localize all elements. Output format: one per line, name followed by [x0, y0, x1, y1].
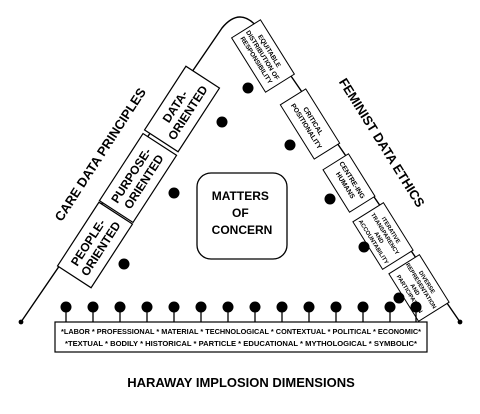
matters-of-concern-label: MATTERS OF CONCERN [212, 189, 273, 237]
implosion-dimensions-line-1: *LABOR * PROFESSIONAL * MATERIAL * TECHN… [61, 329, 421, 336]
ethic-node [284, 139, 296, 151]
implosion-node [222, 301, 234, 313]
implosion-node [249, 301, 261, 313]
implosion-node [141, 301, 153, 313]
care-principle-node [118, 258, 130, 270]
ethic-line: AND [372, 231, 384, 245]
ethic-node [358, 241, 370, 253]
center-line: MATTERS [212, 189, 269, 203]
ethic-node [242, 82, 254, 94]
matters-of-concern-box [196, 172, 288, 260]
care-principle-box [143, 65, 221, 153]
side-label-haraway-implosion-dimensions: HARAWAY IMPLOSION DIMENSIONS [127, 375, 355, 390]
implosion-dimensions-box [54, 321, 428, 353]
care-principle-box [98, 132, 178, 224]
ethic-box [230, 19, 296, 93]
implosion-node [195, 301, 207, 313]
ethic-node [324, 193, 336, 205]
ethic-box [322, 153, 376, 213]
implosion-node [276, 301, 288, 313]
outline-end-dot-right [457, 319, 463, 325]
care-principle-node [168, 187, 180, 199]
implosion-dimensions-line-2: *TEXTUAL * BODILY * HISTORICAL * PARTICL… [65, 341, 417, 348]
implosion-node [60, 301, 72, 313]
implosion-node [357, 301, 369, 313]
implosion-node [384, 301, 396, 313]
implosion-connector-row [60, 301, 422, 322]
implosion-node [87, 301, 99, 313]
outline-end-dot-left [18, 319, 24, 325]
implosion-node [330, 301, 342, 313]
implosion-node [410, 301, 422, 313]
implosion-node [114, 301, 126, 313]
ethic-equitable-distribution: EQUITABLE DISTRIBUTION OF RESPONSIBILITY [230, 19, 296, 93]
care-principle-node [216, 116, 228, 128]
ethic-node [393, 292, 405, 304]
implosion-node [168, 301, 180, 313]
center-line: OF [232, 206, 249, 220]
ethic-iterative-transparency: ITERATIVE TRANSPARENCY AND ACCOUNTABILIT… [352, 202, 414, 270]
center-line: CONCERN [212, 223, 273, 237]
care-principle-data-oriented: DATA- ORIENTED [143, 65, 221, 153]
implosion-node [303, 301, 315, 313]
ethic-box [279, 88, 341, 160]
care-principle-box [56, 201, 134, 289]
ethic-line: AND [408, 283, 420, 297]
